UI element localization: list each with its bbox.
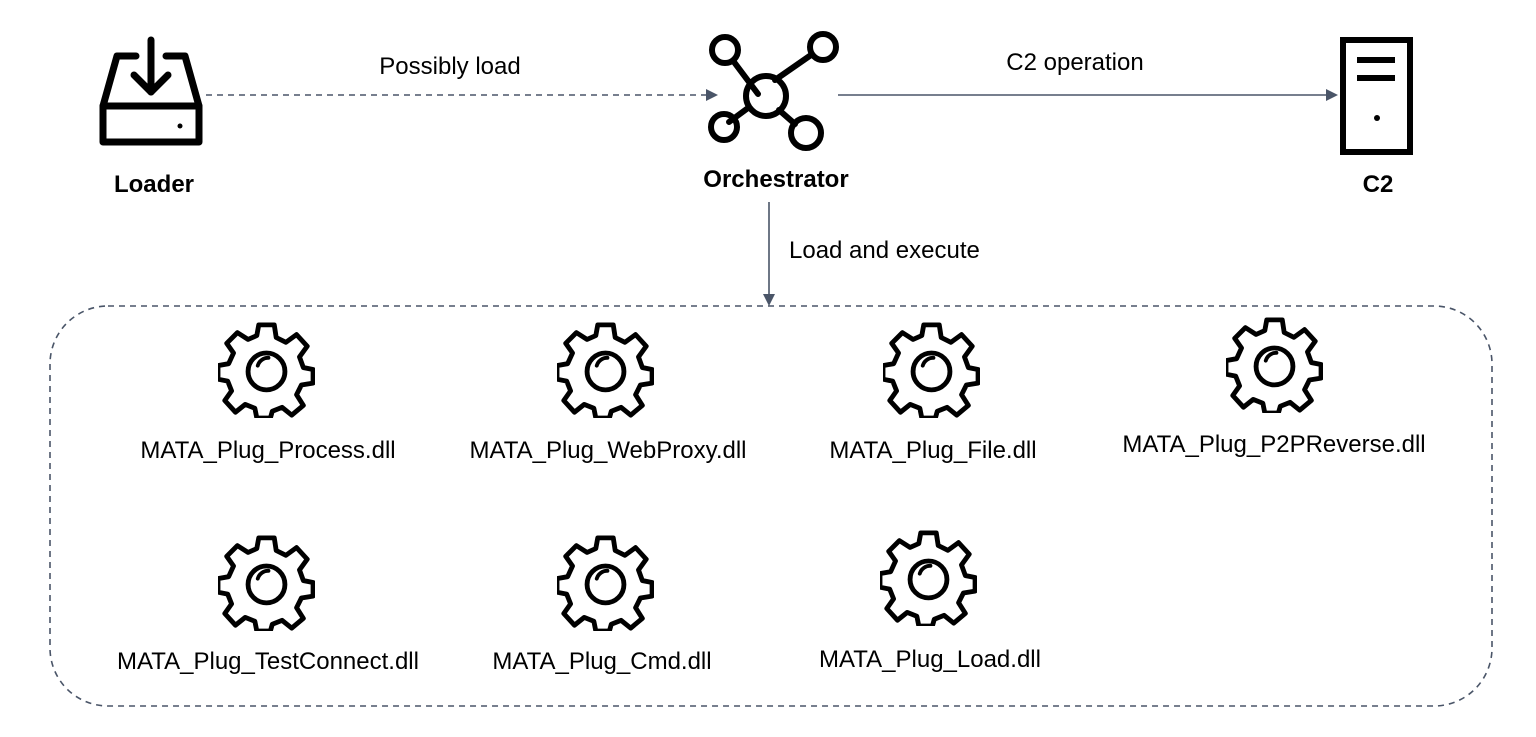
plugin-label: MATA_Plug_TestConnect.dll bbox=[117, 648, 419, 675]
plugin-label: MATA_Plug_P2PReverse.dll bbox=[1122, 431, 1425, 458]
edge-possibly-load: Possibly load bbox=[206, 53, 718, 101]
gear-icon bbox=[557, 538, 652, 631]
network-hub-icon bbox=[708, 31, 839, 151]
plugin-item-file[interactable]: MATA_Plug_File.dll bbox=[829, 325, 1037, 464]
plugin-item-webproxy[interactable]: MATA_Plug_WebProxy.dll bbox=[470, 325, 747, 464]
edge-label-c2-operation: C2 operation bbox=[1006, 49, 1143, 76]
plugin-item-cmd[interactable]: MATA_Plug_Cmd.dll bbox=[492, 538, 712, 675]
plugin-item-process[interactable]: MATA_Plug_Process.dll bbox=[140, 325, 396, 464]
plugin-item-load[interactable]: MATA_Plug_Load.dll bbox=[819, 533, 1041, 673]
plugin-label: MATA_Plug_Load.dll bbox=[819, 646, 1041, 673]
node-orchestrator[interactable]: Orchestrator bbox=[703, 31, 849, 193]
plugin-label: MATA_Plug_WebProxy.dll bbox=[470, 437, 747, 464]
edge-c2-operation: C2 operation bbox=[838, 49, 1338, 101]
plugin-item-testconnect[interactable]: MATA_Plug_TestConnect.dll bbox=[117, 538, 419, 675]
plugin-label: MATA_Plug_File.dll bbox=[829, 437, 1036, 464]
node-c2[interactable]: C2 bbox=[1340, 37, 1413, 198]
gear-icon bbox=[1226, 320, 1321, 413]
edge-load-and-execute: Load and execute bbox=[763, 202, 980, 306]
gear-icon bbox=[883, 325, 978, 418]
node-label-c2: C2 bbox=[1363, 171, 1394, 198]
node-label-loader: Loader bbox=[114, 171, 194, 198]
plugin-label: MATA_Plug_Process.dll bbox=[140, 437, 395, 464]
gear-icon bbox=[218, 538, 313, 631]
tray-download-icon bbox=[99, 36, 203, 146]
plugin-label: MATA_Plug_Cmd.dll bbox=[492, 648, 711, 675]
gear-icon bbox=[880, 533, 975, 626]
node-loader[interactable]: Loader bbox=[99, 36, 203, 198]
gear-icon bbox=[218, 325, 313, 418]
plugin-group-border bbox=[49, 305, 1493, 707]
edge-label-possibly-load: Possibly load bbox=[379, 53, 520, 80]
plugin-group: MATA_Plug_Process.dll MATA_Plug_WebProxy… bbox=[49, 305, 1493, 707]
gear-icon bbox=[557, 325, 652, 418]
server-icon bbox=[1340, 37, 1413, 155]
edge-label-load-and-execute: Load and execute bbox=[789, 237, 980, 264]
plugin-item-p2preverse[interactable]: MATA_Plug_P2PReverse.dll bbox=[1122, 320, 1426, 458]
node-label-orchestrator: Orchestrator bbox=[703, 166, 848, 193]
